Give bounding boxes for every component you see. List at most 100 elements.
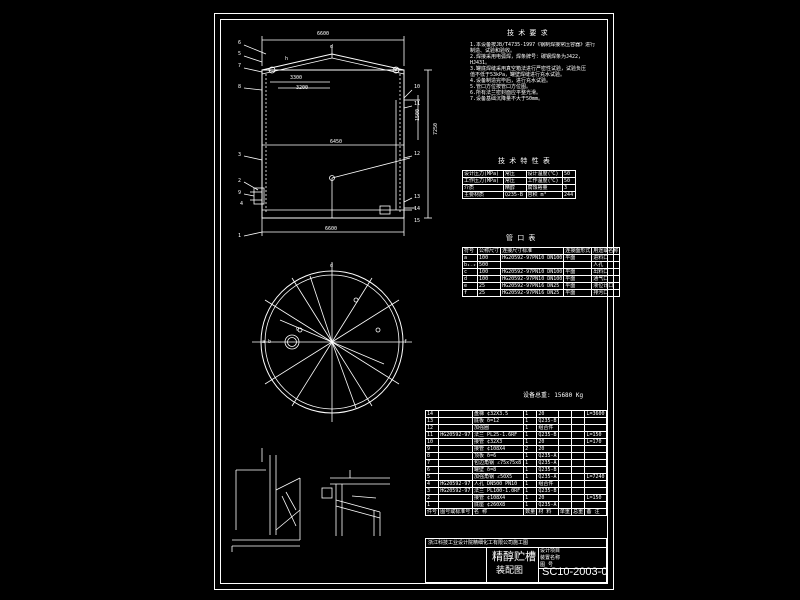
table-cell: 介质 (462, 184, 504, 192)
table-cell: Q235-B (536, 466, 559, 474)
table-cell: 500 (477, 261, 502, 269)
table-cell: 13 (424, 417, 440, 425)
callout-11: 11 (414, 101, 421, 107)
callout-15: 15 (414, 218, 421, 224)
table-cell: 加强圈 (472, 424, 525, 432)
table-header-cell: 单重 (557, 508, 573, 516)
table-cell (438, 424, 474, 432)
table-cell: 20 (536, 410, 559, 418)
table-cell: 精醇 (502, 184, 527, 192)
table-row: 工作压力(MPa)常压工作温度(℃)50 (462, 177, 576, 185)
meta-drawing-no: 图 号 (540, 562, 554, 568)
dim-height-b: 1500 (415, 108, 422, 122)
callout-1: 1 (238, 233, 242, 239)
plan-label-f: f (404, 339, 408, 345)
table-cell: HG20592-97 (438, 487, 474, 495)
table-cell: 3 (562, 184, 576, 192)
table-cell: 5 (424, 473, 440, 481)
table-cell (584, 466, 607, 474)
table-cell (571, 424, 586, 432)
plan-label-d: d (330, 263, 334, 269)
table-cell (571, 417, 586, 425)
table-cell (557, 417, 573, 425)
table-cell: 50 (562, 170, 576, 178)
nozzle-table-title: 管 口 表 (506, 234, 536, 242)
table-cell (557, 494, 573, 502)
table-cell: 14 (424, 410, 440, 418)
table-cell: 1 (523, 480, 538, 488)
table-header-cell: 备 注 (584, 508, 607, 516)
table-header-cell: 公称尺寸 (477, 247, 502, 255)
table-cell (571, 466, 586, 474)
table-cell: Q235-A (536, 459, 559, 467)
detail-view-right (321, 470, 390, 536)
table-cell: 平面 (563, 282, 593, 290)
table-cell: HG20592-97PN10 DN100 (500, 275, 565, 283)
callout-2: 2 (238, 178, 242, 184)
table-cell (571, 494, 586, 502)
table-cell: HG20592-97PN10 DN100 (500, 268, 565, 276)
table-cell: 平面 (563, 254, 593, 262)
table-cell: 50 (562, 177, 576, 185)
table-cell: 25 (477, 282, 502, 290)
table-cell: Q235-B (502, 191, 527, 199)
callout-14: 14 (414, 206, 421, 212)
table-cell (438, 459, 474, 467)
dim-roof-b: 3200 (296, 85, 309, 91)
table-cell: 1 (523, 417, 538, 425)
nozzle-label-h: h (285, 56, 289, 62)
tech-req-line: 1.本设备按JB/T4735-1997《钢制焊接常压容器》进行 (470, 42, 596, 48)
table-cell: 人孔 DN500 PN10 (472, 480, 525, 488)
table-cell: 接管 ¢108X4 (472, 494, 525, 502)
table-cell: 244 (562, 191, 576, 199)
table-header-cell: 材 料 (536, 508, 559, 516)
table-cell: b₁₋₂ (461, 261, 479, 269)
table-cell: 排污口 (591, 289, 621, 297)
table-cell: 2 (523, 445, 538, 453)
callout-7: 7 (238, 63, 242, 69)
table-cell: 平面 (563, 289, 593, 297)
table-cell: 11 (424, 431, 440, 439)
dim-roof-a: 3300 (290, 75, 303, 81)
meta-project: 设计项目 (540, 548, 561, 554)
table-cell (557, 445, 573, 453)
table-cell: 设计压力(MPa) (462, 170, 504, 178)
table-cell: 25 (477, 289, 502, 297)
table-cell: L=150 (584, 431, 607, 439)
table-cell: 20 (536, 438, 559, 446)
table-header-cell: 件号 (424, 508, 440, 516)
table-cell: 1 (523, 466, 538, 474)
callout-9: 9 (238, 190, 242, 196)
table-header-row: 符号公称尺寸连接尺寸标准连接面形式用途或名称 (461, 247, 621, 255)
table-header-cell: 名 称 (472, 508, 525, 516)
table-cell (571, 445, 586, 453)
table-cell: 1 (523, 487, 538, 495)
table-cell: d (461, 275, 479, 283)
tech-req-line: HJ431。 (470, 60, 491, 66)
table-cell (557, 501, 573, 509)
table-cell (557, 431, 573, 439)
callout-3: 3 (238, 152, 242, 158)
table-cell (584, 487, 607, 495)
tech-req-line: 7.设备基础沉降量不大于50mm。 (470, 96, 544, 102)
callout-13: 13 (414, 194, 421, 200)
table-cell: 1 (523, 424, 538, 432)
dim-inner: 6450 (330, 139, 343, 145)
title-block: 浙江科技工业设计院精细化工有限公司施工图 精醇贮槽 装配图 设计项目 装置名称 … (425, 538, 608, 583)
table-cell: 7 (424, 459, 440, 467)
table-cell: 1 (523, 494, 538, 502)
table-cell: 100 (477, 275, 502, 283)
table-cell: 1 (424, 501, 440, 509)
table-cell (557, 452, 573, 460)
table-cell: e (461, 282, 479, 290)
table-row: 设计压力(MPa)常压设计温度(℃)50 (462, 170, 576, 178)
detail-view-left (231, 448, 301, 552)
table-cell (500, 261, 565, 269)
table-cell: 4 (424, 480, 440, 488)
table-cell (557, 410, 573, 418)
table-cell (571, 473, 586, 481)
